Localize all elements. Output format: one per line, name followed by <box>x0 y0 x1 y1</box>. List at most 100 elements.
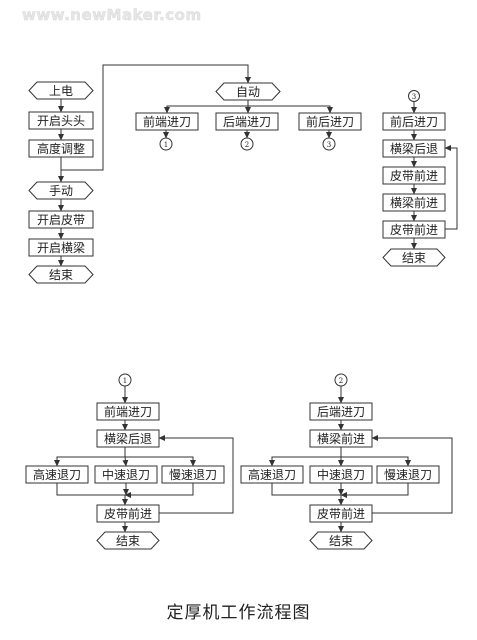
node-label-c1: 1 <box>164 141 168 149</box>
node-p2-high: 高速退刀 <box>240 465 304 484</box>
node-shape-p2-belt <box>309 504 373 523</box>
node-shape-p3-belt-fwd2 <box>382 220 446 239</box>
node-shape-p3-frontrear <box>382 112 446 131</box>
edge-p1-beam-back-to-p1-mid <box>122 456 129 467</box>
edge-p1-beam-back-to-p1-low <box>125 456 196 467</box>
node-label-height-adjust: 高度调整 <box>37 141 85 156</box>
node-shape-c2 <box>240 137 254 151</box>
node-label-p3-beam-back: 横梁后退 <box>390 141 438 156</box>
node-label-auto: 自动 <box>236 85 260 99</box>
edge-p1-beam-back-to-p1-high <box>54 447 126 467</box>
node-p2-belt: 皮带前进 <box>309 504 373 523</box>
node-shape-start-belt <box>28 210 94 229</box>
node-label-p2-mid: 中速退刀 <box>317 467 365 482</box>
node-frontrear-feed: 前后进刀 <box>298 112 362 131</box>
node-label-start-heads: 开启头头 <box>37 114 85 128</box>
node-p2-rear: 后端进刀 <box>309 402 373 421</box>
node-manual: 手动 <box>28 181 94 200</box>
node-label-front-feed: 前端进刀 <box>143 114 191 129</box>
node-shape-power-on <box>28 81 94 100</box>
edge-p1-low-to-p1-belt <box>124 483 194 498</box>
node-label-p2-low: 慢速退刀 <box>384 468 432 482</box>
node-p1-end: 结束 <box>96 531 160 550</box>
node-shape-p2-in <box>334 373 348 387</box>
node-shape-p3-in <box>408 90 420 102</box>
node-label-p1-end: 结束 <box>116 534 140 548</box>
node-shape-p1-mid <box>94 465 158 484</box>
node-c2: 2 <box>240 137 254 151</box>
node-start-belt: 开启皮带 <box>28 210 94 229</box>
node-label-p2-high: 高速退刀 <box>248 467 296 482</box>
node-label-manual: 手动 <box>49 184 73 198</box>
diagram-caption: 定厚机工作流程图 <box>166 603 311 623</box>
node-shape-p2-end <box>309 531 373 550</box>
node-label-p2-beam-fwd: 横梁前进 <box>317 431 365 446</box>
node-p1-mid: 中速退刀 <box>94 465 158 484</box>
node-p2-low: 慢速退刀 <box>376 465 440 484</box>
node-label-p1-mid: 中速退刀 <box>102 467 150 482</box>
node-label-p1-in: 1 <box>123 377 127 385</box>
node-label-p1-front: 前端进刀 <box>104 404 152 419</box>
node-p2-end: 结束 <box>309 531 373 550</box>
node-shape-rear-feed <box>215 112 279 131</box>
node-shape-p2-mid <box>309 465 373 484</box>
node-shape-start-heads <box>28 111 94 130</box>
node-shape-p1-front <box>96 402 160 421</box>
node-shape-p1-belt <box>96 504 160 523</box>
node-end-1: 结束 <box>28 265 94 284</box>
node-shape-p3-belt-fwd <box>382 166 446 185</box>
edge-auto-to-frontrear-feed <box>248 105 333 114</box>
edge-p2-low-to-p2-belt <box>340 483 409 498</box>
node-label-c2: 2 <box>245 141 249 149</box>
node-label-p3-in: 3 <box>412 93 416 101</box>
node-c1: 1 <box>159 137 173 151</box>
node-label-power-on: 上电 <box>49 84 73 98</box>
node-start-heads: 开启头头 <box>28 111 94 130</box>
edge-height-adjust-to-auto <box>61 64 251 171</box>
edge-p1-belt-to-p1-beam-back <box>158 435 234 514</box>
edge-p2-beam-fwd-to-p2-low <box>341 456 411 467</box>
node-shape-height-adjust <box>28 139 94 158</box>
node-shape-c1 <box>159 137 173 151</box>
node-shape-end-1 <box>28 265 94 284</box>
node-label-frontrear-feed: 前后进刀 <box>306 114 354 129</box>
node-shape-p1-end <box>96 531 160 550</box>
edge-p2-high-to-p2-belt <box>271 483 344 506</box>
node-p1-front: 前端进刀 <box>96 402 160 421</box>
node-auto: 自动 <box>215 82 281 101</box>
node-shape-p1-high <box>25 465 89 484</box>
edge-p3-belt-fwd2-to-p3-beam-back <box>444 145 458 230</box>
node-p2-beam-fwd: 横梁前进 <box>309 429 373 448</box>
node-shape-p1-in <box>118 373 132 387</box>
node-label-p1-low: 慢速退刀 <box>169 468 217 482</box>
node-label-c3: 3 <box>327 141 331 149</box>
edges-layer <box>54 64 458 533</box>
node-p1-belt: 皮带前进 <box>96 504 160 523</box>
node-shape-c3 <box>322 137 336 151</box>
node-label-start-belt: 开启皮带 <box>37 213 85 227</box>
edge-p1-high-to-p1-belt <box>56 483 128 506</box>
node-power-on: 上电 <box>28 81 94 100</box>
node-shape-p3-beam-back <box>382 139 446 158</box>
node-start-beam: 开启横梁 <box>28 238 94 257</box>
node-p1-high: 高速退刀 <box>25 465 89 484</box>
node-rear-feed: 后端进刀 <box>215 112 279 131</box>
node-label-p1-belt: 皮带前进 <box>104 506 152 521</box>
node-p3-belt-fwd2: 皮带前进 <box>382 220 446 239</box>
node-label-end-1: 结束 <box>49 268 73 282</box>
node-shape-front-feed <box>135 112 199 131</box>
node-shape-auto <box>215 82 281 101</box>
node-label-rear-feed: 后端进刀 <box>223 115 271 129</box>
edge-p2-belt-to-p2-beam-fwd <box>371 435 453 514</box>
node-p1-low: 慢速退刀 <box>161 465 225 484</box>
node-shape-p2-high <box>240 465 304 484</box>
node-shape-manual <box>28 181 94 200</box>
node-c3: 3 <box>322 137 336 151</box>
node-label-p3-frontrear: 前后进刀 <box>390 114 438 129</box>
node-shape-p1-low <box>161 465 225 484</box>
node-label-p3-end: 结束 <box>402 251 426 265</box>
node-label-p2-rear: 后端进刀 <box>317 405 365 419</box>
edge-p2-beam-fwd-to-p2-high <box>269 447 342 467</box>
node-p3-beam-back: 横梁后退 <box>382 139 446 158</box>
